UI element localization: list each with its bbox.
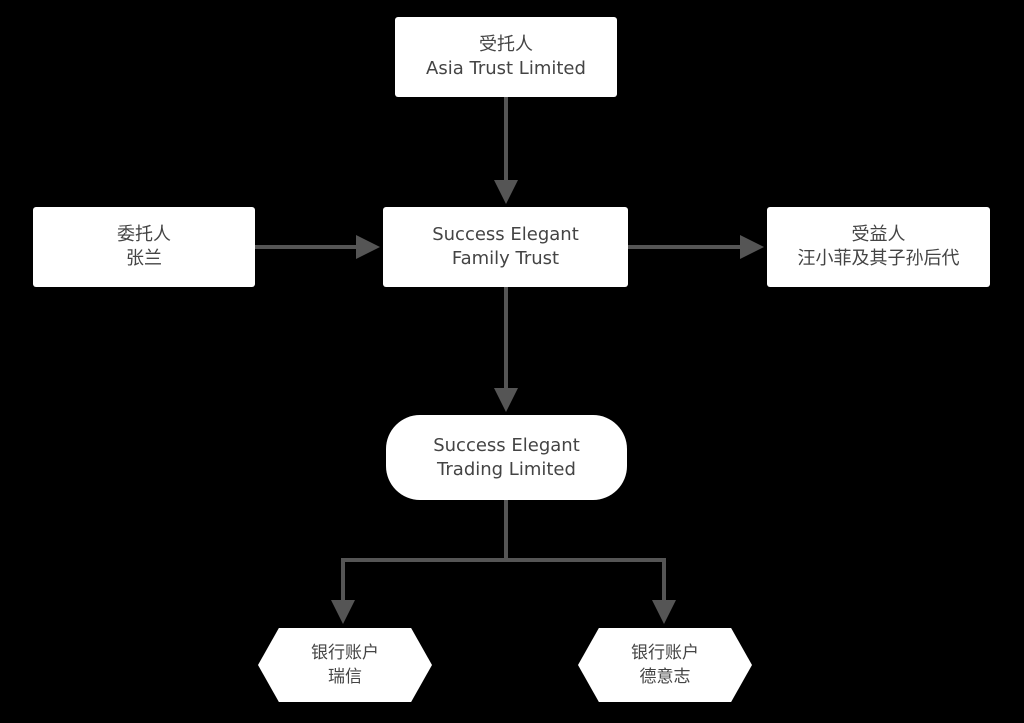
- trustee-role: 受托人: [479, 34, 533, 55]
- company-line1: Success Elegant: [433, 434, 580, 456]
- connector-company-branch-right: [506, 558, 676, 624]
- settlor-node: 委托人 张兰: [33, 207, 255, 287]
- account-swiss-node: 银行账户 瑞信: [258, 628, 432, 702]
- family-trust-node: Success Elegant Family Trust: [383, 207, 628, 287]
- trustee-name: Asia Trust Limited: [426, 58, 586, 79]
- settlor-role: 委托人: [117, 224, 171, 245]
- account-swiss-name: 瑞信: [328, 667, 362, 687]
- connector-company-branch: [331, 500, 508, 624]
- trust-line1: Success Elegant: [432, 224, 579, 245]
- trustee-node: 受托人 Asia Trust Limited: [395, 17, 617, 97]
- settlor-name: 张兰: [126, 248, 162, 269]
- company-line2: Trading Limited: [437, 458, 576, 480]
- account-deutsche-node: 银行账户 德意志: [578, 628, 752, 702]
- beneficiary-node: 受益人 汪小菲及其子孙后代: [767, 207, 990, 287]
- beneficiary-name: 汪小菲及其子孙后代: [797, 248, 960, 269]
- account-swiss-role: 银行账户: [311, 643, 379, 663]
- beneficiary-role: 受益人: [851, 224, 906, 245]
- account-deutsche-role: 银行账户: [631, 643, 699, 663]
- trust-line2: Family Trust: [451, 248, 560, 269]
- account-deutsche-name: 德意志: [639, 667, 691, 687]
- company-node: Success Elegant Trading Limited: [386, 415, 627, 500]
